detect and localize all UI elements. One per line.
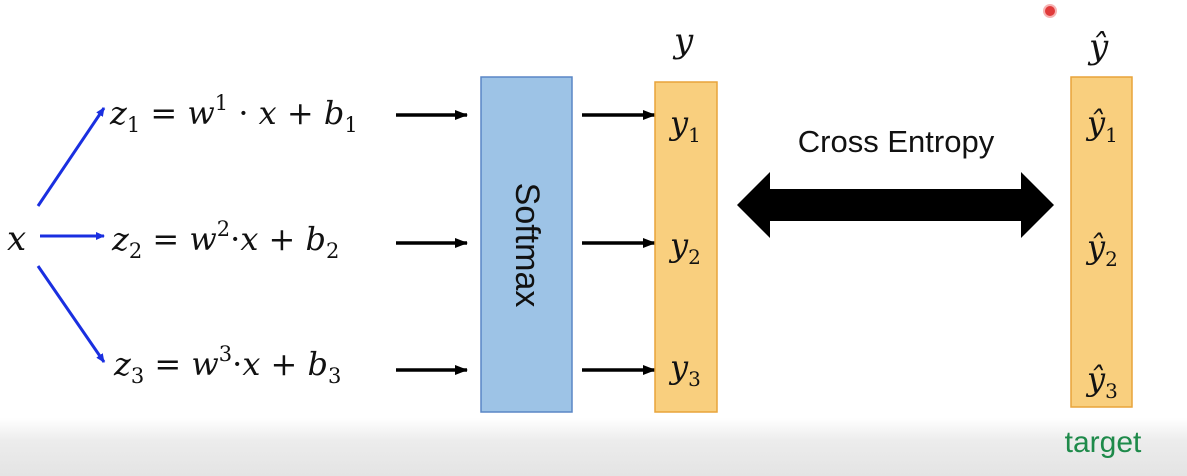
recording-dot-icon [1043, 4, 1057, 18]
target-caption: target [1065, 426, 1142, 459]
equation-z1: z1 = w1 · x + b1 [109, 91, 358, 137]
target-yhat2: ŷ2 [1085, 228, 1118, 271]
target-column [1070, 76, 1133, 408]
cross-entropy-label: Cross Entropy [798, 124, 995, 159]
input-x: x [7, 219, 26, 259]
equation-z3: z3 = w3·x + b3 [113, 342, 341, 388]
output-header-y: y [672, 21, 694, 61]
output-y1: y1 [668, 104, 701, 147]
target-header-yhat: ŷ [1087, 27, 1109, 67]
equation-z2: z2 = w2·x + b2 [111, 217, 339, 263]
output-column [654, 81, 718, 413]
softmax-label: Softmax [508, 183, 546, 308]
softmax-box [480, 76, 573, 413]
bottom-band [0, 418, 1187, 476]
blue-arrow-to-z1 [36, 107, 106, 207]
output-y3: y3 [668, 348, 701, 391]
blue-arrow-to-z3 [36, 265, 106, 363]
target-yhat3: ŷ3 [1085, 360, 1118, 403]
output-y2: y2 [668, 226, 701, 269]
cross-entropy-double-arrow [737, 172, 1054, 238]
target-yhat1: ŷ1 [1085, 104, 1118, 147]
